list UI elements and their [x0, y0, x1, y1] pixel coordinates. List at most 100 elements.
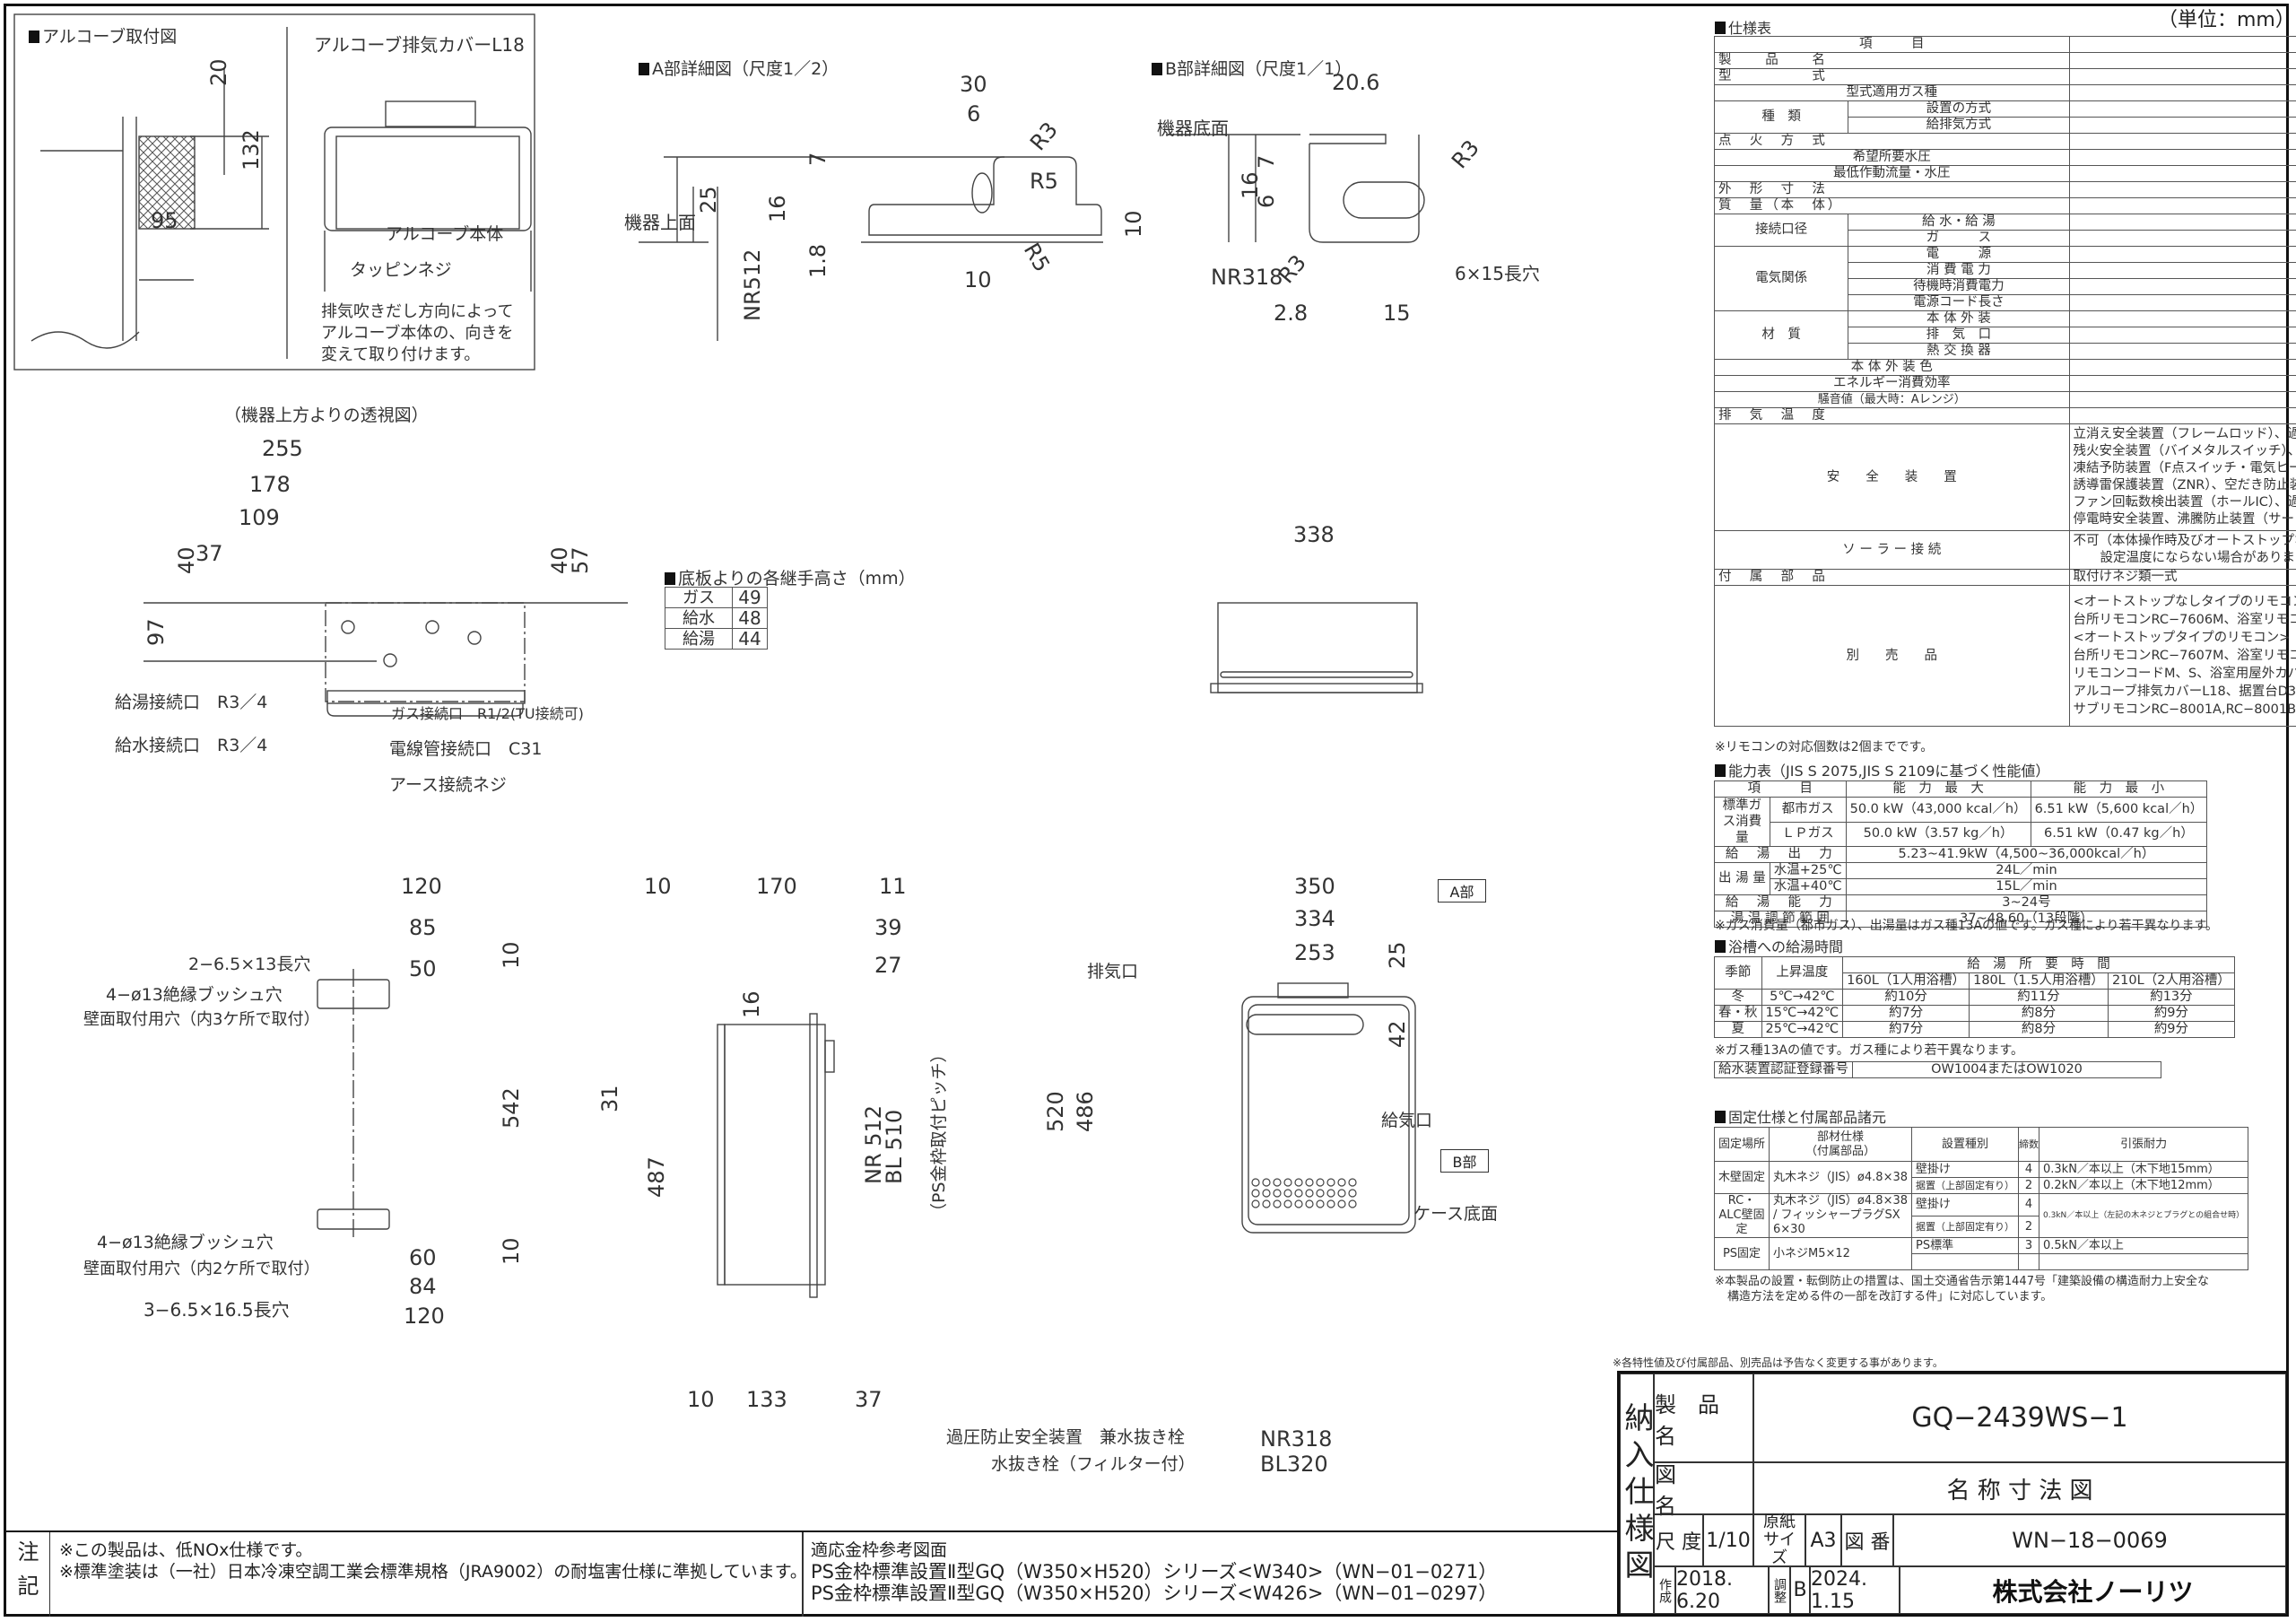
detail-a-title: A部詳細図（尺度1／2）	[639, 56, 839, 80]
notes-label: 注記	[4, 1532, 50, 1617]
side-dim-37: 37	[855, 1387, 883, 1412]
bath-footnote: ※ガス種13Aの値です。ガス種により若干異なります。	[1715, 1043, 2024, 1058]
table-row: 最低作動流量・水圧2.5L／min・9.81kPa（0.1kgf／cm²）	[1714, 165, 2296, 182]
lower-mount-label: 壁面取付用穴（内2ケ所で取付）	[83, 1260, 320, 1278]
part-b-tag: B部	[1440, 1149, 1489, 1173]
revised-label: 調整	[1769, 1566, 1790, 1614]
notes-lines: ※この製品は、低NOx仕様です。 ※標準塗装は（一社）日本冷凍空調工業会標準規格…	[59, 1540, 807, 1582]
table-row: 騒音値（最大時：Aレンジ）50dB（給湯：無響音室での測定値）	[1714, 391, 2296, 408]
detail-b-dim-20-6: 20.6	[1332, 70, 1380, 95]
bottom-view-dim-338: 338	[1293, 522, 1335, 547]
alcove-cover-label: アルコーブ排気カバーL18	[314, 34, 525, 56]
lower-bush-label: 4−ø13絶縁ブッシュ穴	[97, 1233, 274, 1252]
detail-a-dim-10h: 10	[964, 267, 992, 292]
plate-dim-542: 542	[499, 1087, 524, 1129]
plate-top-85: 85	[409, 915, 437, 940]
paper-size-label: 原紙サイズ	[1753, 1513, 1805, 1567]
plate-bot-120: 120	[404, 1304, 445, 1329]
table-row: 排 気 温 度260℃以下	[1714, 407, 2296, 424]
side-dim-170: 170	[756, 874, 797, 899]
detail-b-surface-label: 機器底面	[1157, 118, 1229, 139]
drawing-number-value: WN−18−0069	[1893, 1514, 2286, 1566]
side-dim-39: 39	[874, 915, 902, 940]
table-row: 外 形 寸 法高さ520mm×幅350mm×奥行170mm	[1714, 181, 2296, 198]
side-dim-16: 16	[739, 990, 764, 1018]
revised-date: 2024. 1.15	[1810, 1566, 1900, 1614]
top-dim-255: 255	[262, 436, 303, 461]
detail-b-dim-6: 6	[1254, 194, 1279, 208]
table-row: ガ スR1／2（15A）（TU接続可）	[1715, 230, 2296, 247]
fix-footnote: ※本製品の設置・転倒防止の措置は、国土交通省告示第1447号「建築設備の構造耐力…	[1715, 1275, 2209, 1304]
joint-heights-title: 底板よりの各継手高さ（mm）	[665, 565, 916, 589]
plate-bot-84: 84	[409, 1274, 437, 1299]
notes-section: 注記 ※この製品は、低NOx仕様です。 ※標準塗装は（一社）日本冷凍空調工業会標…	[4, 1530, 1617, 1617]
created-date: 2018. 6.20	[1675, 1566, 1769, 1614]
front-dim-25: 25	[1385, 941, 1410, 969]
side-dim-10b: 10	[687, 1387, 715, 1412]
bath-header: 季節上昇温度給 湯 所 要 時 間	[1714, 956, 2235, 990]
table-row: 本 体 外 装 色GQホワイト（近似色：マンセルNo.9.3YR8.4／1.0）	[1714, 359, 2296, 376]
detail-a-dim-1-8: 1.8	[805, 243, 831, 278]
detail-a-dim-30: 30	[960, 72, 987, 97]
side-dim-27: 27	[874, 953, 902, 978]
detail-b-slot-label: 6×15長穴	[1455, 263, 1540, 284]
plate-dim-10b: 10	[499, 1237, 524, 1265]
table-row-accessory: 付 属 部 品取付けネジ類一式	[1714, 569, 2296, 586]
paper-size-value: A3	[1805, 1514, 1841, 1566]
company-logo: 株式会社ノーリツ	[1900, 1566, 2286, 1614]
front-dim-520: 520	[1043, 1091, 1068, 1132]
front-bl320: BL320	[1260, 1452, 1328, 1477]
detail-a-dim-16: 16	[765, 195, 790, 222]
frame-references: 適応金枠参考図面 PS金枠標準設置Ⅱ型GQ（W350×H520）シリーズ<W34…	[811, 1540, 1498, 1604]
fix-header: 固定場所 部材仕様 （付属部品） 設置種別 締数 引張耐力	[1713, 1127, 2249, 1162]
table-row-solar: ソ ー ラ ー 接 続 不可（本体操作時及びオートストップなしリモコン接続時は可…	[1714, 530, 2296, 570]
spec-header: 項 目仕 様	[1714, 36, 2296, 53]
side-dim-10: 10	[644, 874, 672, 899]
top-dim-178: 178	[249, 472, 291, 497]
table-row: 製 品 名GQ−2439WS−1	[1714, 52, 2296, 69]
detail-a-dim-25: 25	[696, 186, 721, 214]
revision-letter: B	[1790, 1566, 1810, 1614]
detail-b-title: B部詳細図（尺度1／1）	[1152, 56, 1352, 80]
plate-bot-60: 60	[409, 1245, 437, 1270]
product-name-value: GQ−2439WS−1	[1753, 1373, 2286, 1462]
side-pitch-label: （PS金枠取付ピッチ）	[929, 1045, 949, 1220]
drawing-number-label: 図 番	[1841, 1514, 1893, 1566]
bath-table: 季節上昇温度給 湯 所 要 時 間 160L（1人用浴槽）180L（1.5人用浴…	[1714, 956, 2235, 1038]
case-bottom-label: ケース底面	[1413, 1204, 1499, 1224]
upper-bush-label: 4−ø13絶縁ブッシュ穴	[106, 985, 283, 1005]
table-row: RC・ALC壁固定丸木ネジ（JIS）ø4.8×38 / フィッシャープラグSX …	[1713, 1193, 2249, 1238]
lower-slot-label: 3−6.5×16.5長穴	[144, 1299, 290, 1321]
detail-b-dim-2-8: 2.8	[1274, 301, 1309, 326]
title-block-vertical: 納入仕様図	[1620, 1373, 1655, 1614]
front-dim-334: 334	[1294, 906, 1335, 931]
table-row: 熱 交 換 器銅板、銅管	[1715, 343, 2296, 360]
top-dim-40-left: 40	[174, 546, 199, 574]
exhaust-port-label: 排気口	[1087, 962, 1139, 981]
top-dim-57: 57	[568, 546, 593, 574]
table-row: 型 式GQ−2439WS−1	[1714, 68, 2296, 85]
relief-valve-label: 過圧防止安全装置 兼水抜き栓	[946, 1427, 1186, 1447]
table-row: 希望所要水圧98.1~981kPa（1.0~10.0kgf／cm²）	[1714, 149, 2296, 166]
plate-top-50: 50	[409, 956, 437, 981]
top-view-title: （機器上方よりの透視図）	[224, 406, 429, 425]
bath-sizes: 160L（1人用浴槽）180L（1.5人用浴槽）210L（2人用浴槽）	[1715, 972, 2235, 990]
spec-title: 仕様表	[1715, 16, 1771, 38]
plate-top-120: 120	[401, 874, 442, 899]
alcove-dim-95: 95	[151, 208, 178, 233]
